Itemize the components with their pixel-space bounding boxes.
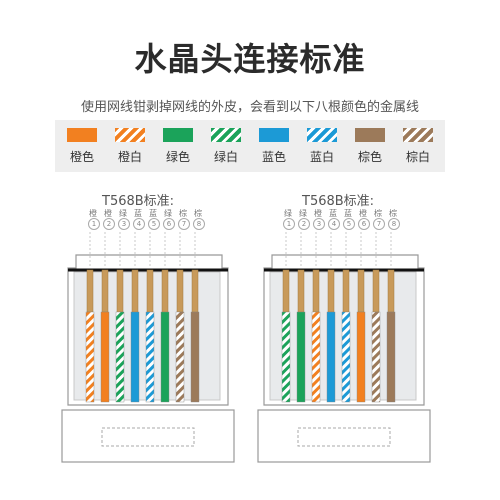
wire	[85, 311, 95, 403]
gold-contact	[101, 269, 109, 313]
gold-contact	[297, 269, 305, 313]
legend-item-blue-white: 蓝白	[298, 128, 346, 165]
connector-housing-slot	[297, 427, 391, 447]
wire	[115, 311, 125, 403]
pin-number: 3	[313, 218, 325, 230]
pin-number: 4	[133, 218, 145, 230]
pin-number: 7	[373, 218, 385, 230]
wire	[386, 311, 396, 403]
wire	[160, 311, 170, 403]
page-subtitle: 使用网线钳剥掉网线的外皮，会看到以下八根颜色的金属线	[80, 100, 419, 115]
pin-label: 橙	[104, 209, 112, 218]
legend-item-blue: 蓝色	[250, 128, 298, 165]
wire	[100, 311, 110, 403]
connector-2-title: T568B标准:	[302, 194, 375, 209]
gold-contact	[342, 269, 350, 313]
pin-number: 4	[328, 218, 340, 230]
pin-label: 棕	[194, 209, 202, 218]
gold-contact	[282, 269, 290, 313]
legend-swatch	[67, 128, 97, 142]
pin-number: 6	[163, 218, 175, 230]
pin-number: 5	[343, 218, 355, 230]
pin-label: 绿	[164, 209, 172, 218]
pin-label: 橙	[359, 209, 367, 218]
pin-number: 2	[298, 218, 310, 230]
legend-label: 蓝白	[309, 150, 334, 164]
wire	[311, 311, 321, 403]
connector-housing	[61, 409, 235, 463]
pin-label: 蓝	[329, 209, 337, 218]
gold-contact	[312, 269, 320, 313]
legend-item-green: 绿色	[154, 128, 202, 165]
wire	[326, 311, 336, 403]
legend-item-green-white: 绿白	[202, 128, 250, 165]
pin-label: 棕	[389, 209, 397, 218]
legend-label: 绿白	[213, 150, 238, 164]
gold-contact	[116, 269, 124, 313]
pin-label: 蓝	[134, 209, 142, 218]
legend-label: 蓝色	[261, 150, 286, 164]
page-title: 水晶头连接标准	[134, 40, 366, 78]
legend-label: 绿色	[165, 150, 190, 164]
wire	[356, 311, 366, 403]
gold-contact	[387, 269, 395, 313]
wire	[281, 311, 291, 403]
gold-contact	[146, 269, 154, 313]
pin-label: 绿	[299, 209, 307, 218]
wire	[296, 311, 306, 403]
pin-number: 1	[283, 218, 295, 230]
legend-swatch	[259, 128, 289, 142]
gold-contact	[176, 269, 184, 313]
legend-swatch	[163, 128, 193, 142]
connector-1-title: T568B标准:	[102, 194, 175, 209]
pin-number: 3	[118, 218, 130, 230]
pin-number: 5	[148, 218, 160, 230]
pin-number: 8	[193, 218, 205, 230]
legend-item-orange: 橙色	[58, 128, 106, 165]
pin-number: 1	[88, 218, 100, 230]
gold-contact	[372, 269, 380, 313]
wire	[145, 311, 155, 403]
pin-number: 7	[178, 218, 190, 230]
legend-swatch	[403, 128, 433, 142]
wire	[371, 311, 381, 403]
connector-housing	[257, 409, 431, 463]
legend-label: 棕色	[357, 150, 382, 164]
legend-swatch	[355, 128, 385, 142]
gold-contact	[327, 269, 335, 313]
legend-item-orange-white: 橙白	[106, 128, 154, 165]
gold-contact	[131, 269, 139, 313]
pin-number: 2	[103, 218, 115, 230]
pin-number: 8	[388, 218, 400, 230]
connector-housing-slot	[101, 427, 195, 447]
gold-contact	[161, 269, 169, 313]
wire	[341, 311, 351, 403]
wire	[130, 311, 140, 403]
wire	[190, 311, 200, 403]
color-legend: 橙色 橙白 绿色 绿白 蓝色 蓝白 棕色 棕白	[55, 120, 445, 172]
pin-number: 6	[358, 218, 370, 230]
legend-swatch	[307, 128, 337, 142]
legend-label: 橙色	[69, 150, 94, 164]
gold-contact	[191, 269, 199, 313]
wire	[175, 311, 185, 403]
gold-contact	[86, 269, 94, 313]
legend-swatch	[115, 128, 145, 142]
legend-label: 橙白	[117, 150, 142, 164]
legend-swatch	[211, 128, 241, 142]
gold-contact	[357, 269, 365, 313]
legend-label: 棕白	[405, 150, 430, 164]
legend-item-brown-white: 棕白	[394, 128, 442, 165]
legend-item-brown: 棕色	[346, 128, 394, 165]
